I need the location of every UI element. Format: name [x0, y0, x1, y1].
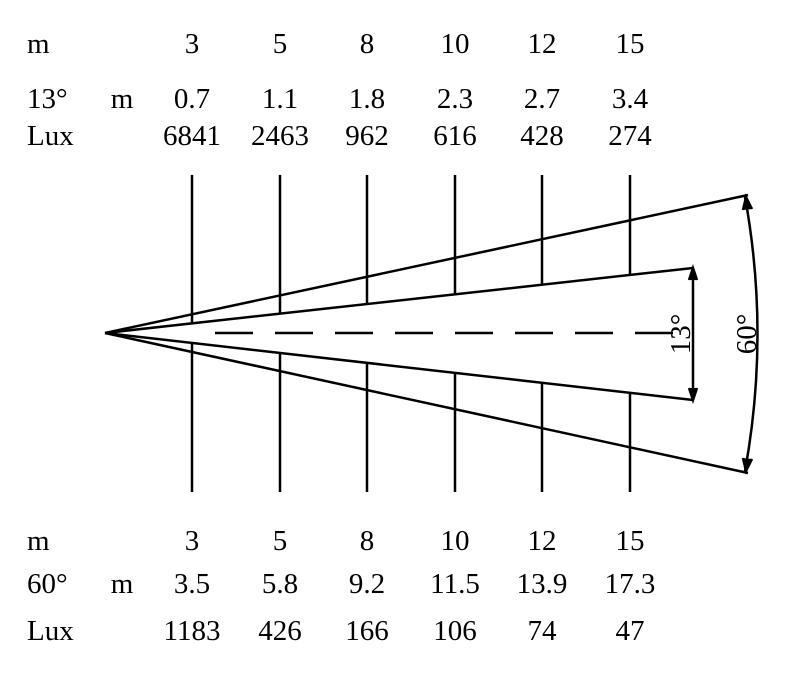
bottom-distance-value: 15 [616, 525, 645, 557]
bottom-lux-label: Lux [27, 615, 74, 647]
outer-beam-bottom-edge [104, 331, 749, 475]
bottom-distance-value: 5 [273, 525, 288, 557]
top-diameter-value: 1.1 [262, 83, 298, 115]
bottom-lux-value: 426 [258, 615, 302, 647]
top-diameter-unit: m [111, 83, 134, 115]
bottom-lux-value: 74 [528, 615, 558, 647]
top-lux-value: 616 [433, 120, 477, 152]
top-distance-value: 10 [441, 28, 470, 60]
bottom-distance-label: m [27, 525, 50, 557]
outer-angle-arrows [741, 193, 754, 475]
bottom-angle-label: 60° [27, 568, 68, 600]
outer-beam-top-edge [104, 193, 749, 335]
top-lux-value: 6841 [163, 120, 221, 152]
top-diameter-value: 2.7 [524, 83, 560, 115]
top-distance-value: 8 [360, 28, 375, 60]
bottom-diameter-value: 17.3 [605, 568, 656, 600]
top-lux-value: 2463 [251, 120, 309, 152]
inner-angle-label: 13° [665, 314, 697, 355]
top-distance-value: 5 [273, 28, 288, 60]
bottom-lux-value: 47 [616, 615, 645, 647]
outer-angle-label: 60° [731, 314, 763, 355]
bottom-distance-value: 12 [528, 525, 557, 557]
top-angle-label: 13° [27, 83, 68, 115]
bottom-diameter-value: 11.5 [430, 568, 480, 600]
top-distance-value: 3 [185, 28, 200, 60]
outer-angle-arc [743, 196, 759, 472]
inner-beam-bottom-edge [104, 331, 694, 402]
bottom-distance-value: 8 [360, 525, 375, 557]
bottom-distance-value: 10 [441, 525, 470, 557]
inner-angle-arrows [687, 264, 699, 404]
bottom-diameter-value: 9.2 [349, 568, 385, 600]
top-diameter-value: 2.3 [437, 83, 473, 115]
bottom-lux-value: 106 [433, 615, 477, 647]
bottom-distance-value: 3 [185, 525, 200, 557]
top-diameter-value: 1.8 [349, 83, 385, 115]
bottom-lux-value: 166 [345, 615, 389, 647]
bottom-lux-value: 1183 [164, 615, 221, 647]
bottom-diameter-unit: m [111, 568, 134, 600]
top-distance-label: m [27, 28, 50, 60]
top-distance-value: 15 [616, 28, 645, 60]
top-lux-value: 428 [520, 120, 564, 152]
top-distance-value: 12 [528, 28, 557, 60]
top-diameter-value: 0.7 [174, 83, 210, 115]
bottom-diameter-value: 3.5 [174, 568, 210, 600]
bottom-diameter-value: 13.9 [517, 568, 568, 600]
top-lux-value: 274 [608, 120, 652, 152]
top-lux-label: Lux [27, 120, 74, 152]
top-diameter-value: 3.4 [612, 83, 649, 115]
inner-beam-top-edge [104, 266, 694, 335]
bottom-diameter-value: 5.8 [262, 568, 298, 600]
top-lux-value: 962 [345, 120, 389, 152]
